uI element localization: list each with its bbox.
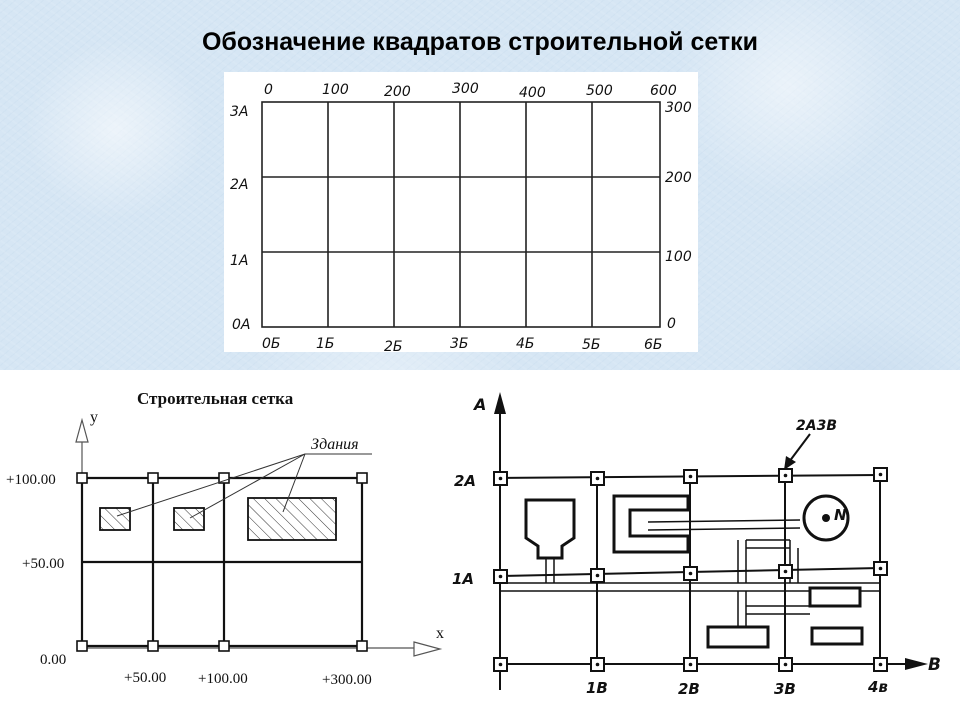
axis-a-label: А: [472, 395, 486, 414]
x-tick-50: +50.00: [124, 670, 166, 686]
left-label-3a: 3А: [230, 104, 248, 120]
bottom-label-5b: 5Б: [582, 337, 601, 352]
bottom-label-2b: 2Б: [384, 339, 403, 352]
right-label-100: 100: [665, 249, 692, 265]
buildings-leaders: [116, 453, 372, 519]
top-label-100: 100: [322, 82, 349, 98]
axis-a-arrow: [494, 392, 506, 414]
x-axis-label: x: [436, 625, 444, 642]
left-label-2a: 2А: [230, 177, 248, 193]
bottom-label-0b: 0Б: [262, 336, 281, 352]
bottom-diagrams: Строительная сетка y x: [0, 370, 960, 720]
x-tick-100: +100.00: [198, 671, 248, 687]
top-label-400: 400: [519, 85, 546, 101]
callout-arrow: [784, 456, 796, 470]
bottom-label-1b: 1Б: [316, 336, 335, 352]
row-label-2a: 2А: [454, 472, 476, 490]
axis-b-arrow: [905, 658, 928, 670]
building-flask: [524, 498, 576, 560]
col-label-4v: 4в: [867, 678, 888, 696]
building-rect-3: [810, 626, 864, 646]
right-label-300: 300: [665, 100, 692, 116]
y-axis-arrow: [75, 417, 89, 443]
buildings-label: Здания: [311, 436, 359, 453]
left-label-1a: 1А: [230, 253, 248, 269]
site-buildings: [524, 494, 864, 649]
round-building-symbol: N: [834, 506, 847, 524]
x-tick-300: +300.00: [322, 672, 372, 688]
col-label-1v: 1В: [586, 679, 608, 697]
callout-leader: [788, 433, 811, 463]
callout-label: 2А3В: [796, 418, 837, 434]
col-label-3v: 3В: [774, 680, 796, 698]
left-label-0a: 0А: [232, 317, 250, 333]
round-building-center: [822, 514, 830, 522]
y-tick-50: +50.00: [22, 556, 64, 572]
x-axis-arrow: [413, 641, 443, 657]
col-label-2v: 2В: [678, 680, 700, 698]
construction-grid-title: Строительная сетка: [137, 389, 294, 408]
y-tick-0: 0.00: [40, 652, 66, 668]
top-label-600: 600: [650, 83, 677, 99]
right-label-200: 200: [665, 170, 692, 186]
top-label-300: 300: [452, 81, 479, 97]
construction-grid-diagram: Строительная сетка y x: [6, 389, 444, 688]
site-plan-diagram: А В: [452, 392, 941, 698]
building-c: [612, 494, 690, 554]
grid-outline: [261, 101, 661, 328]
page-title: Обозначение квадратов строительной сетки: [201, 28, 759, 56]
grid-nodes: [76, 472, 368, 652]
y-axis-label: y: [90, 409, 98, 426]
bottom-label-4b: 4Б: [516, 336, 535, 352]
building-rect-1: [808, 586, 862, 608]
buildings: [99, 497, 337, 541]
top-label-0: 0: [264, 82, 273, 98]
bottom-diagrams-svg: Строительная сетка y x: [6, 389, 941, 698]
y-tick-100: +100.00: [6, 472, 56, 488]
right-label-0: 0: [667, 316, 676, 332]
building-rect-2: [706, 625, 770, 649]
bottom-label-6b: 6Б: [644, 337, 663, 352]
top-label-500: 500: [586, 83, 613, 99]
square-designation-grid-svg: 0 100 200 300 400 500 600 0Б 1Б 2Б 3Б 4Б…: [230, 81, 692, 352]
row-label-1a: 1А: [452, 570, 474, 588]
top-label-200: 200: [384, 84, 411, 100]
bottom-label-3b: 3Б: [450, 336, 469, 352]
square-designation-grid: 0 100 200 300 400 500 600 0Б 1Б 2Б 3Б 4Б…: [224, 72, 698, 352]
axis-b-label: В: [928, 655, 941, 675]
